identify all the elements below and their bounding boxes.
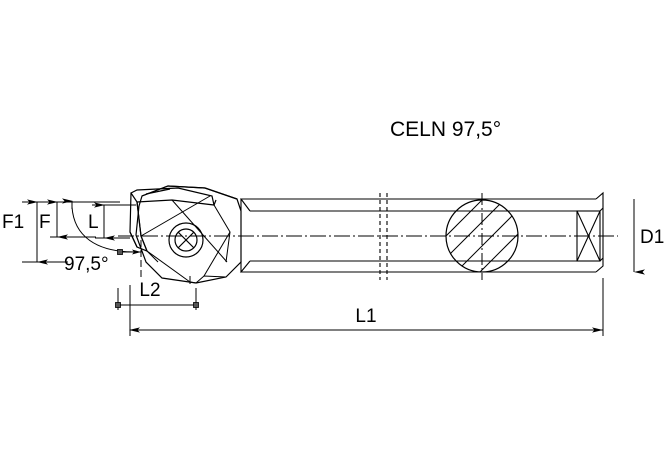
- lead-angle-label: 97,5°: [64, 254, 109, 275]
- dimension-l2: L2: [115, 280, 199, 310]
- dimension-l1-label: L1: [355, 306, 376, 327]
- clamp-screw: [168, 222, 204, 258]
- dimension-f: F: [39, 199, 68, 240]
- dimension-f1: F1: [2, 199, 48, 265]
- dimension-f1-label: F1: [2, 212, 24, 233]
- shank-head-transition: [239, 198, 262, 273]
- drawing-title: CELN 97,5°: [390, 118, 501, 141]
- dimension-l-label: L: [88, 212, 99, 233]
- dimension-l1: L1: [129, 278, 604, 336]
- dimension-d1-label: D1: [640, 227, 664, 248]
- dimension-l2-label: L2: [139, 280, 160, 301]
- lead-angle-annotation: 97,5°: [64, 206, 142, 278]
- head-internal-facets: [140, 195, 231, 284]
- dimension-f-label: F: [39, 212, 51, 233]
- dimension-l: L: [88, 202, 115, 241]
- dimension-d1: D1: [633, 199, 664, 275]
